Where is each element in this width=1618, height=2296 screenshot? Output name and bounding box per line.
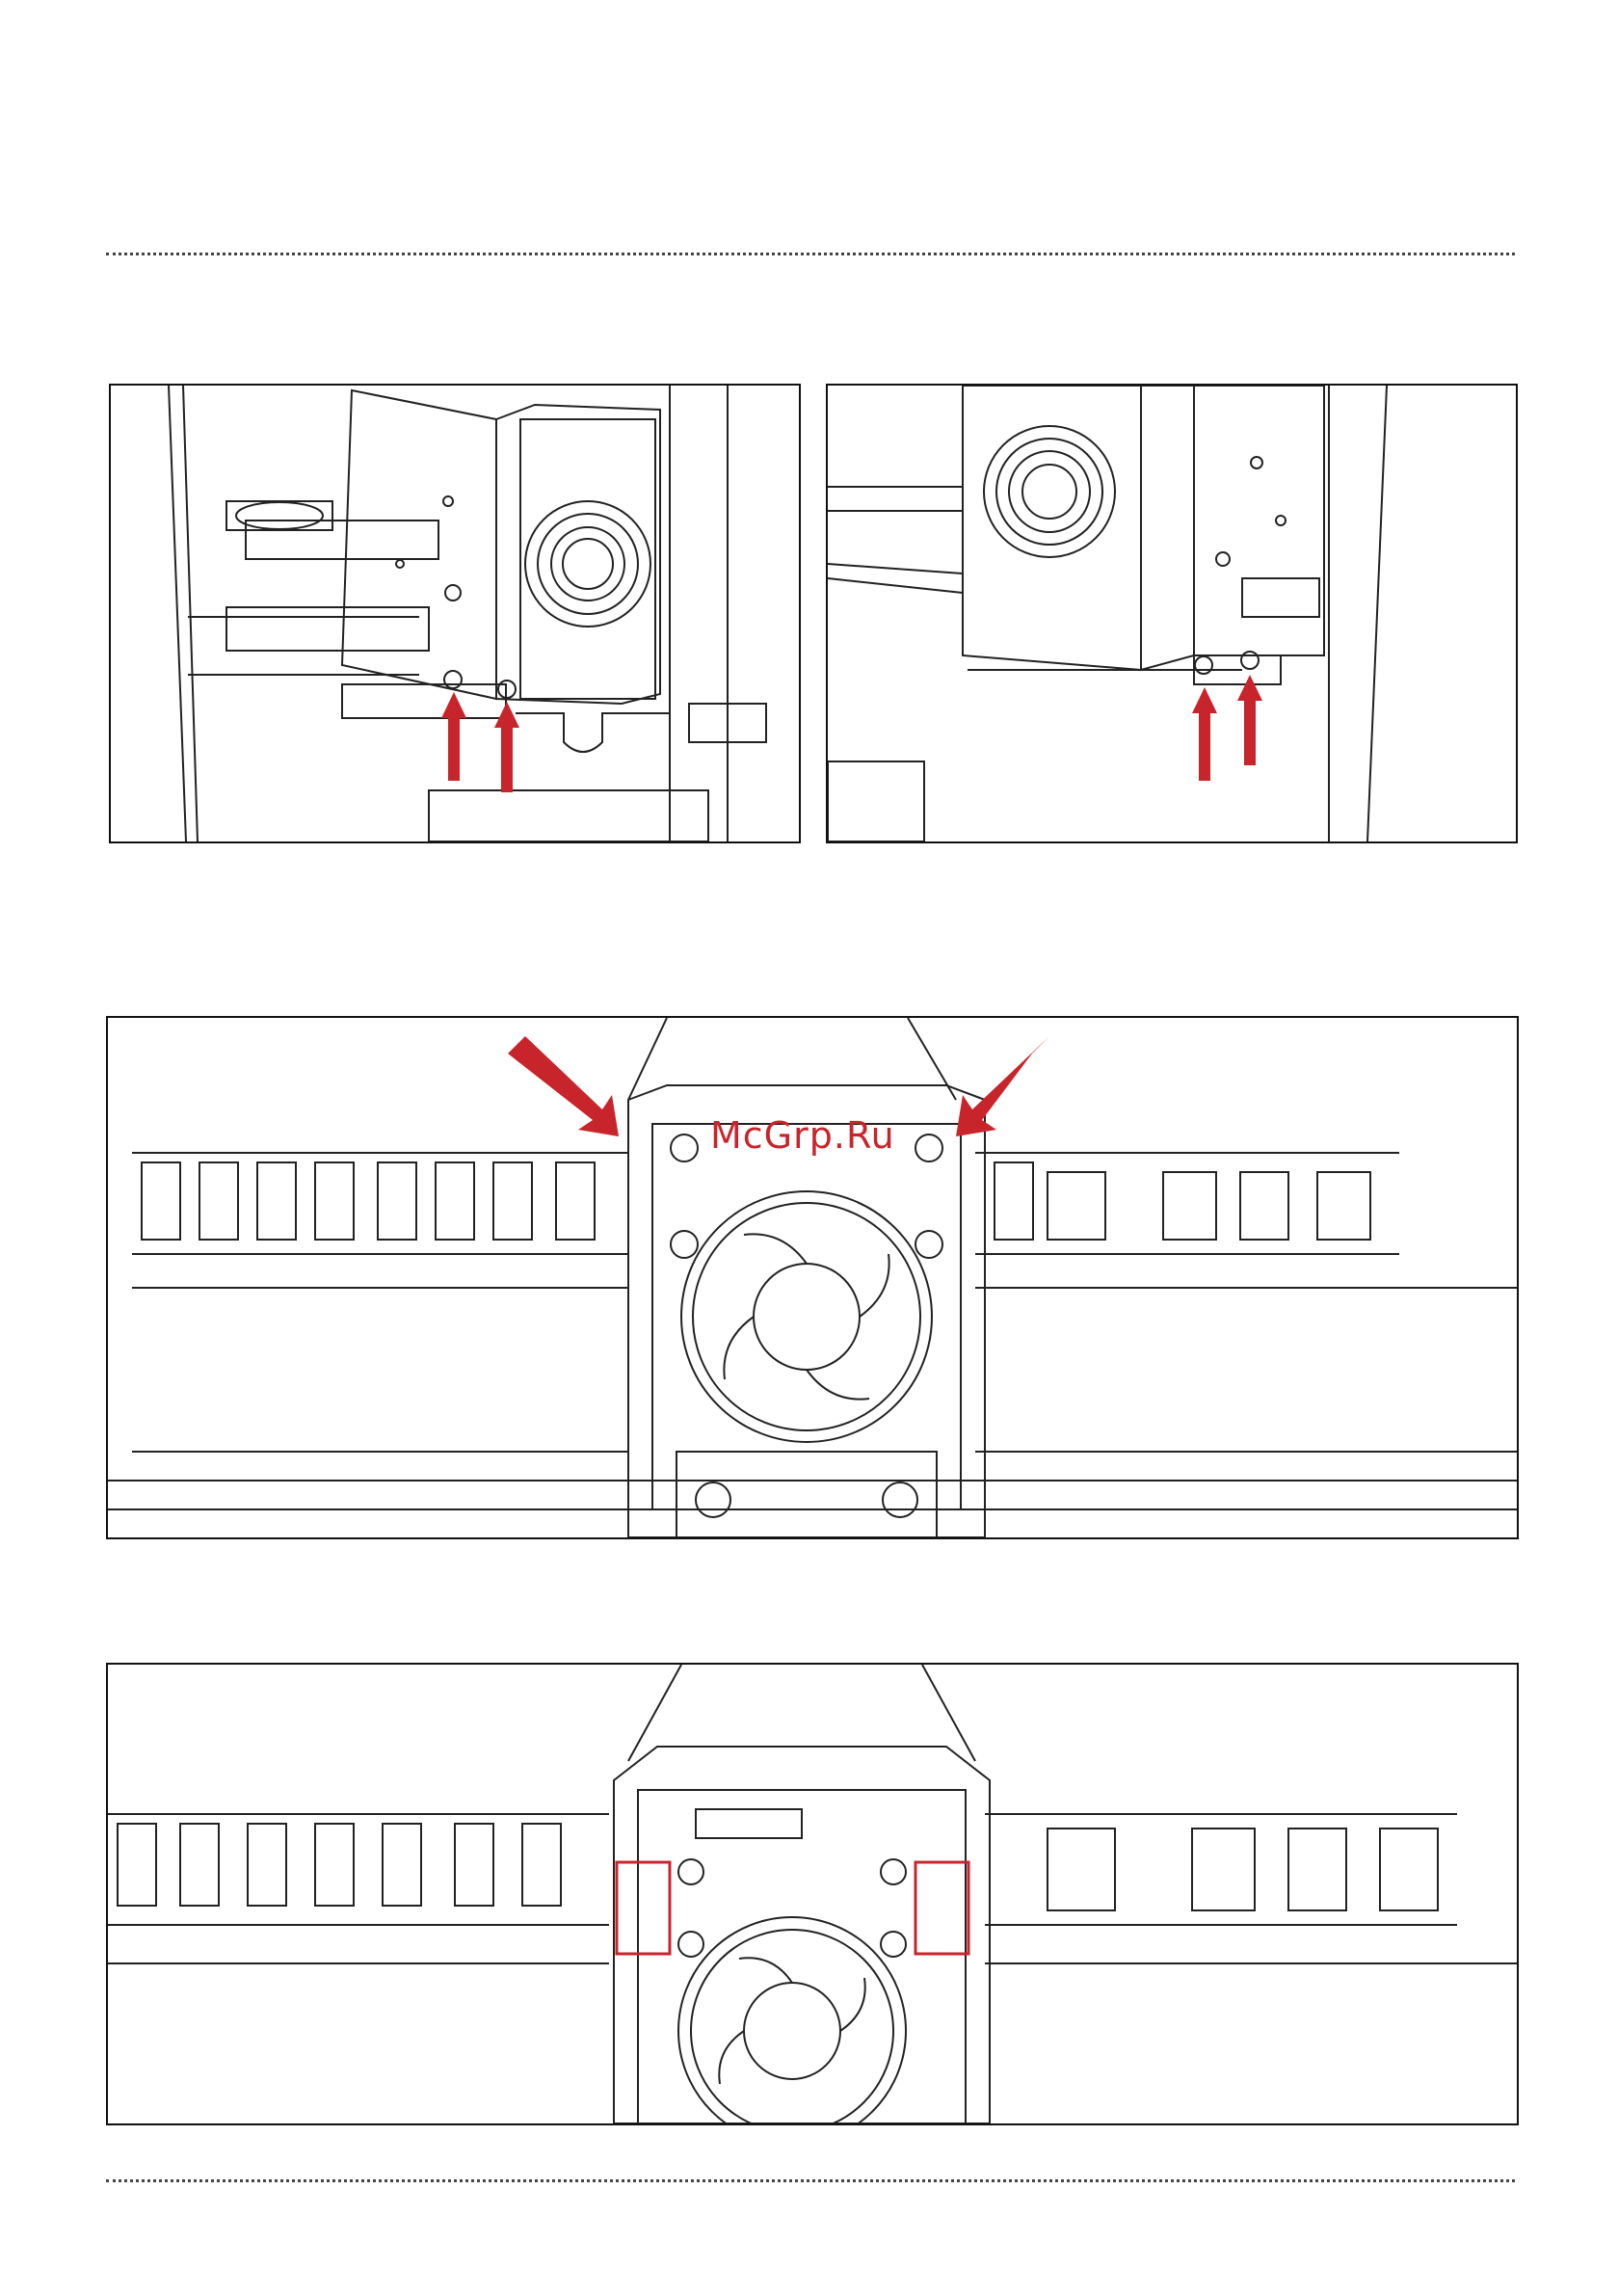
figure-2-panel [826,384,1518,843]
highlight-boxes [617,1862,968,1954]
figure-3-illustration [108,1018,1517,1537]
figure-3-panel: McGrp.Ru [106,1016,1519,1539]
figure-1-panel [109,384,801,843]
figure-2-illustration [828,386,1516,841]
cable-chain-right [1048,1829,1438,1910]
cable-chain-left [118,1824,561,1906]
figure-1-illustration [111,386,799,841]
top-dotted-divider [106,253,1515,255]
figure-4-panel [106,1663,1519,2125]
cable-chain-left [142,1162,595,1240]
bottom-dotted-divider [106,2179,1515,2182]
cable-chain-right [995,1162,1370,1240]
watermark: McGrp.Ru [710,1114,895,1157]
figure-4-illustration [108,1665,1517,2123]
